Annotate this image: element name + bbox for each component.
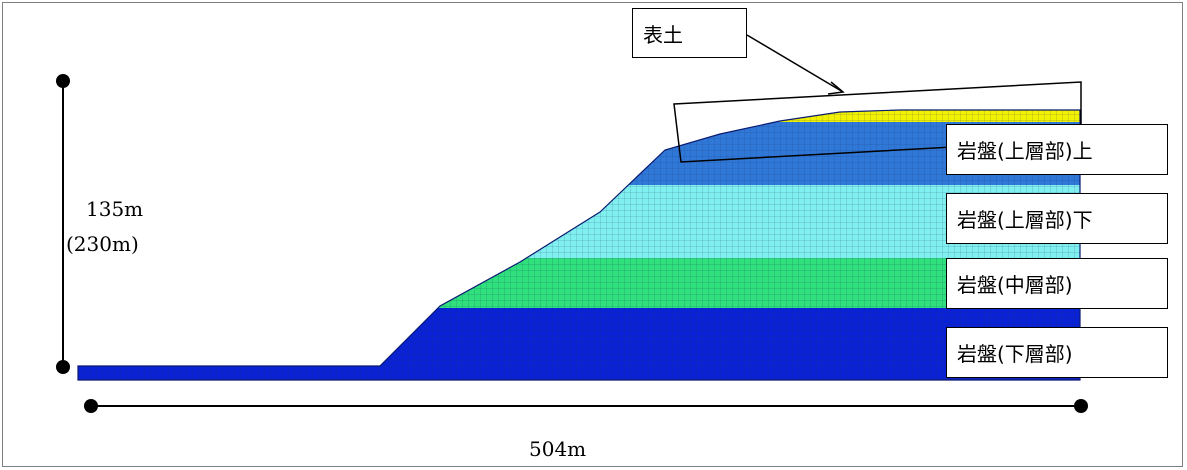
topsoil-leader-arrowhead <box>827 81 845 95</box>
label-rock-upper-top: 岩盤(上層部)上 <box>946 124 1168 175</box>
height-dimension-label: 135m <box>86 197 144 221</box>
width-dimension-label: 504m <box>529 437 587 461</box>
height-dimension-alt-label: (230m) <box>66 232 139 256</box>
label-rock-upper-top-text: 岩盤(上層部)上 <box>957 139 1093 163</box>
label-rock-lower: 岩盤(下層部) <box>946 327 1168 378</box>
topsoil-leader-line <box>746 34 844 93</box>
width-dimension-right-dot <box>1074 399 1088 413</box>
mesh-grid <box>78 110 1080 380</box>
label-topsoil: 表土 <box>632 8 747 58</box>
height-dimension-top-dot <box>56 74 70 88</box>
label-rock-middle-text: 岩盤(中層部) <box>957 273 1073 297</box>
height-dimension-bottom-dot <box>56 360 70 374</box>
label-rock-upper-bottom: 岩盤(上層部)下 <box>946 193 1168 244</box>
label-topsoil-text: 表土 <box>643 22 683 47</box>
terrain-mesh <box>78 110 1080 380</box>
label-rock-middle: 岩盤(中層部) <box>946 258 1168 309</box>
label-rock-lower-text: 岩盤(下層部) <box>957 342 1073 366</box>
label-rock-upper-bottom-text: 岩盤(上層部)下 <box>957 208 1093 232</box>
width-dimension-left-dot <box>84 399 98 413</box>
